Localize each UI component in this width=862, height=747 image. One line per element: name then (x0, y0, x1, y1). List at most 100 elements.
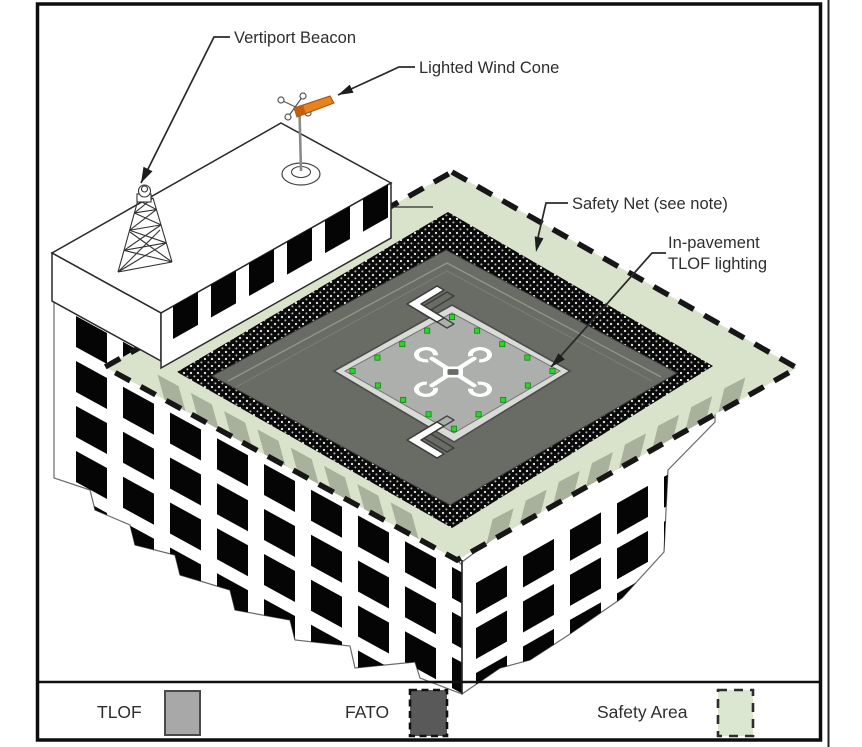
building-window (264, 464, 295, 513)
net-panel (552, 470, 580, 506)
tlof-light (499, 341, 506, 348)
building-window (570, 647, 601, 694)
building-window (711, 567, 715, 617)
building-window (76, 406, 107, 454)
beacon-brace (134, 212, 162, 226)
tlof-light (524, 382, 531, 389)
building-window (617, 620, 648, 670)
safety-net-panels (157, 374, 746, 544)
legend-tlof-swatch (164, 690, 201, 736)
lighted-wind-cone-label: Lighted Wind Cone (419, 59, 559, 77)
beacon-brace (123, 249, 173, 263)
tlof-light (349, 368, 356, 375)
legend-safety-area-swatch (716, 688, 755, 738)
tlof-light (449, 314, 456, 321)
deck-joint-line (235, 270, 653, 388)
legend-safety-area-label: Safety Area (597, 702, 688, 722)
callout-lighted-wind-cone: Lighted Wind Cone (337, 59, 559, 96)
tlof-light (549, 368, 556, 375)
diagram-frame (35, 2, 823, 742)
net-panel (519, 489, 547, 525)
building-window (452, 657, 462, 694)
lighted-wind-cone-icon (277, 92, 335, 186)
building-window (358, 560, 389, 609)
in-pavement-label-line2: TLOF lighting (668, 255, 767, 273)
net-panel (585, 452, 613, 488)
building-window (123, 476, 154, 525)
building-window (570, 512, 601, 561)
net-panel (324, 465, 353, 503)
tlof-light (450, 425, 457, 432)
building-window (264, 554, 295, 603)
building-window (311, 489, 342, 538)
tlof-light (475, 411, 482, 418)
building-window (217, 438, 248, 487)
building-window (217, 528, 248, 577)
legend-fato-swatch (408, 688, 449, 738)
building-window (570, 557, 601, 606)
tlof-perimeter-lights (349, 314, 556, 432)
legend-item-safety-area: Safety Area (597, 688, 755, 738)
beacon-brace (134, 208, 157, 214)
building-window (405, 541, 436, 590)
building-window (217, 483, 248, 532)
building-window (264, 509, 295, 558)
beacon-leg (152, 197, 173, 263)
building-window (405, 631, 436, 680)
tlof-light (374, 382, 381, 389)
beacon-lamp (140, 185, 149, 193)
building-window (358, 605, 389, 654)
net-panel (652, 414, 680, 450)
beacon-brace (129, 209, 157, 231)
building-window (76, 361, 107, 409)
net-panel (390, 502, 419, 539)
net-panel (718, 377, 746, 413)
building-window (170, 502, 201, 551)
net-panel (257, 429, 286, 466)
beacon-brace (123, 242, 167, 251)
building-window (170, 412, 201, 461)
building-window (311, 534, 342, 583)
tlof-light (474, 327, 481, 334)
building-window (452, 567, 462, 616)
building-window (217, 573, 248, 622)
building-window (405, 586, 436, 635)
safety-net-label: Safety Net (see note) (572, 195, 728, 213)
legend-fato-label: FATO (345, 702, 389, 722)
net-panel (224, 411, 253, 448)
tlof-pad (332, 285, 572, 459)
tlof-light (374, 354, 381, 361)
callout-vertiport-beacon: Vertiport Beacon (140, 29, 356, 184)
building-window (664, 504, 695, 553)
tlof-light (425, 411, 432, 418)
building-window (617, 530, 648, 580)
beacon-brace (117, 242, 167, 273)
building-window (170, 457, 201, 506)
beacon-brace (123, 224, 162, 251)
legend-tlof-label: TLOF (97, 702, 142, 722)
beacon-brace (129, 231, 173, 263)
building-window (76, 451, 107, 499)
building-window (711, 522, 715, 572)
wind-cone-band (294, 105, 306, 117)
in-pavement-label-line1: In-pavement (668, 234, 760, 252)
callout-safety-net: Safety Net (see note) (534, 195, 728, 252)
net-panel (290, 447, 319, 485)
building-window (711, 432, 715, 482)
callout-in-pavement-lighting: In-pavement TLOF lighting (550, 234, 767, 368)
building-window (123, 386, 154, 435)
beacon-brace (129, 224, 162, 231)
building-window (664, 594, 695, 643)
net-panel (157, 374, 186, 412)
beacon-leg (117, 199, 139, 273)
net-panel (486, 508, 514, 544)
beacon-dome (137, 184, 152, 198)
tlof-light (399, 341, 406, 348)
tlof-light (500, 396, 507, 403)
building-window (523, 538, 554, 588)
deck-joint-line (227, 262, 662, 382)
callouts: Vertiport Beacon Lighted Wind Cone Safet… (140, 29, 767, 368)
building-window (311, 579, 342, 628)
penthouse (50, 92, 433, 370)
